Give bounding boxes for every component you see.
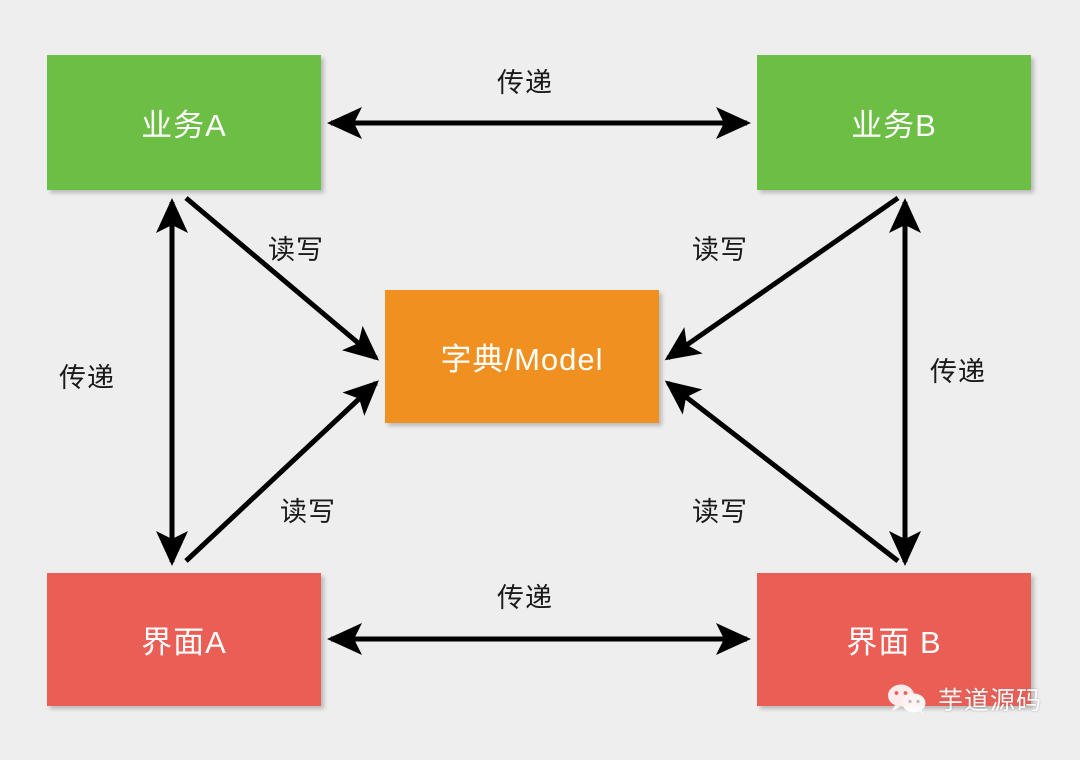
edge-label-read-write-top-right: 读写 (692, 235, 748, 265)
wechat-icon (888, 684, 926, 715)
edge-ui-b-model (664, 380, 900, 563)
edge-ui-a-model (184, 380, 379, 563)
edge-label-read-write-top-left: 读写 (268, 235, 324, 265)
edge-label-bottom-transfer: 传递 (497, 583, 553, 613)
node-business-b[interactable]: 业务B (757, 55, 1031, 190)
edge-biz-b-model (664, 195, 900, 361)
edge-biz-a-model (184, 196, 380, 361)
watermark: 芋道源码 (885, 681, 1042, 717)
node-interface-b[interactable]: 界面 B (757, 573, 1031, 706)
watermark-text: 芋道源码 (938, 687, 1043, 715)
edge-label-top-transfer: 传递 (497, 68, 553, 98)
node-interface-b-label: 界面 B (846, 625, 942, 660)
edge-label-read-write-bottom-left: 读写 (280, 497, 336, 527)
node-business-a-label: 业务A (141, 108, 227, 143)
edge-label-read-write-bottom-right: 读写 (692, 497, 748, 527)
node-dictionary-model[interactable]: 字典/Model (385, 290, 659, 423)
node-interface-a[interactable]: 界面A (47, 573, 321, 706)
node-business-b-label: 业务B (851, 108, 937, 143)
edge-label-right-transfer: 传递 (930, 357, 986, 387)
node-interface-a-label: 界面A (141, 625, 227, 660)
node-dictionary-model-label: 字典/Model (440, 342, 604, 377)
edge-label-left-transfer: 传递 (59, 363, 115, 393)
node-business-a[interactable]: 业务A (47, 55, 321, 190)
